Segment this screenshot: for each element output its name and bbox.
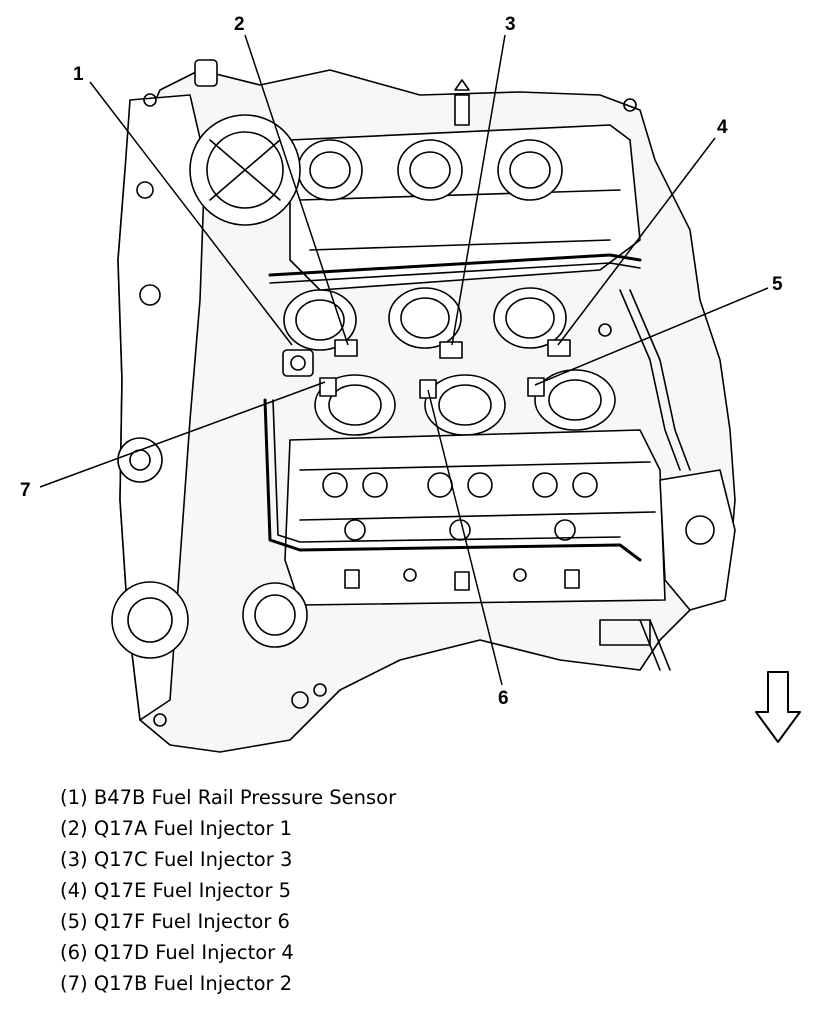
leader-line-4 [557,137,716,346]
legend-item: (1) B47B Fuel Rail Pressure Sensor [60,786,397,809]
callout-number-5: 5 [772,274,783,295]
arrow-down-icon [755,671,801,743]
legend-item: (5) Q17F Fuel Injector 6 [60,910,290,933]
callout-number-4: 4 [717,117,728,138]
leader-line-5 [534,287,769,386]
legend-item: (6) Q17D Fuel Injector 4 [60,941,294,964]
legend-item: (7) Q17B Fuel Injector 2 [60,972,293,995]
callout-number-1: 1 [73,64,84,85]
callout-number-6: 6 [498,688,509,709]
engine-illustration [111,59,736,753]
legend-item: (4) Q17E Fuel Injector 5 [60,879,292,902]
legend-item: (2) Q17A Fuel Injector 1 [60,817,293,840]
callout-number-3: 3 [505,14,516,35]
engine-diagram: 1 2 3 4 5 6 7 [20,14,801,753]
leader-line-2 [244,34,349,346]
leader-line-3 [451,34,506,346]
leader-line-1 [89,81,293,346]
callout-leaders [39,34,769,686]
callout-number-7: 7 [20,480,31,501]
callout-number-2: 2 [234,14,245,35]
legend-item: (3) Q17C Fuel Injector 3 [60,848,293,871]
leader-line-7 [39,381,326,488]
callout-legend: (1) B47B Fuel Rail Pressure Sensor (2) Q… [60,782,396,999]
leader-line-6 [427,389,503,686]
